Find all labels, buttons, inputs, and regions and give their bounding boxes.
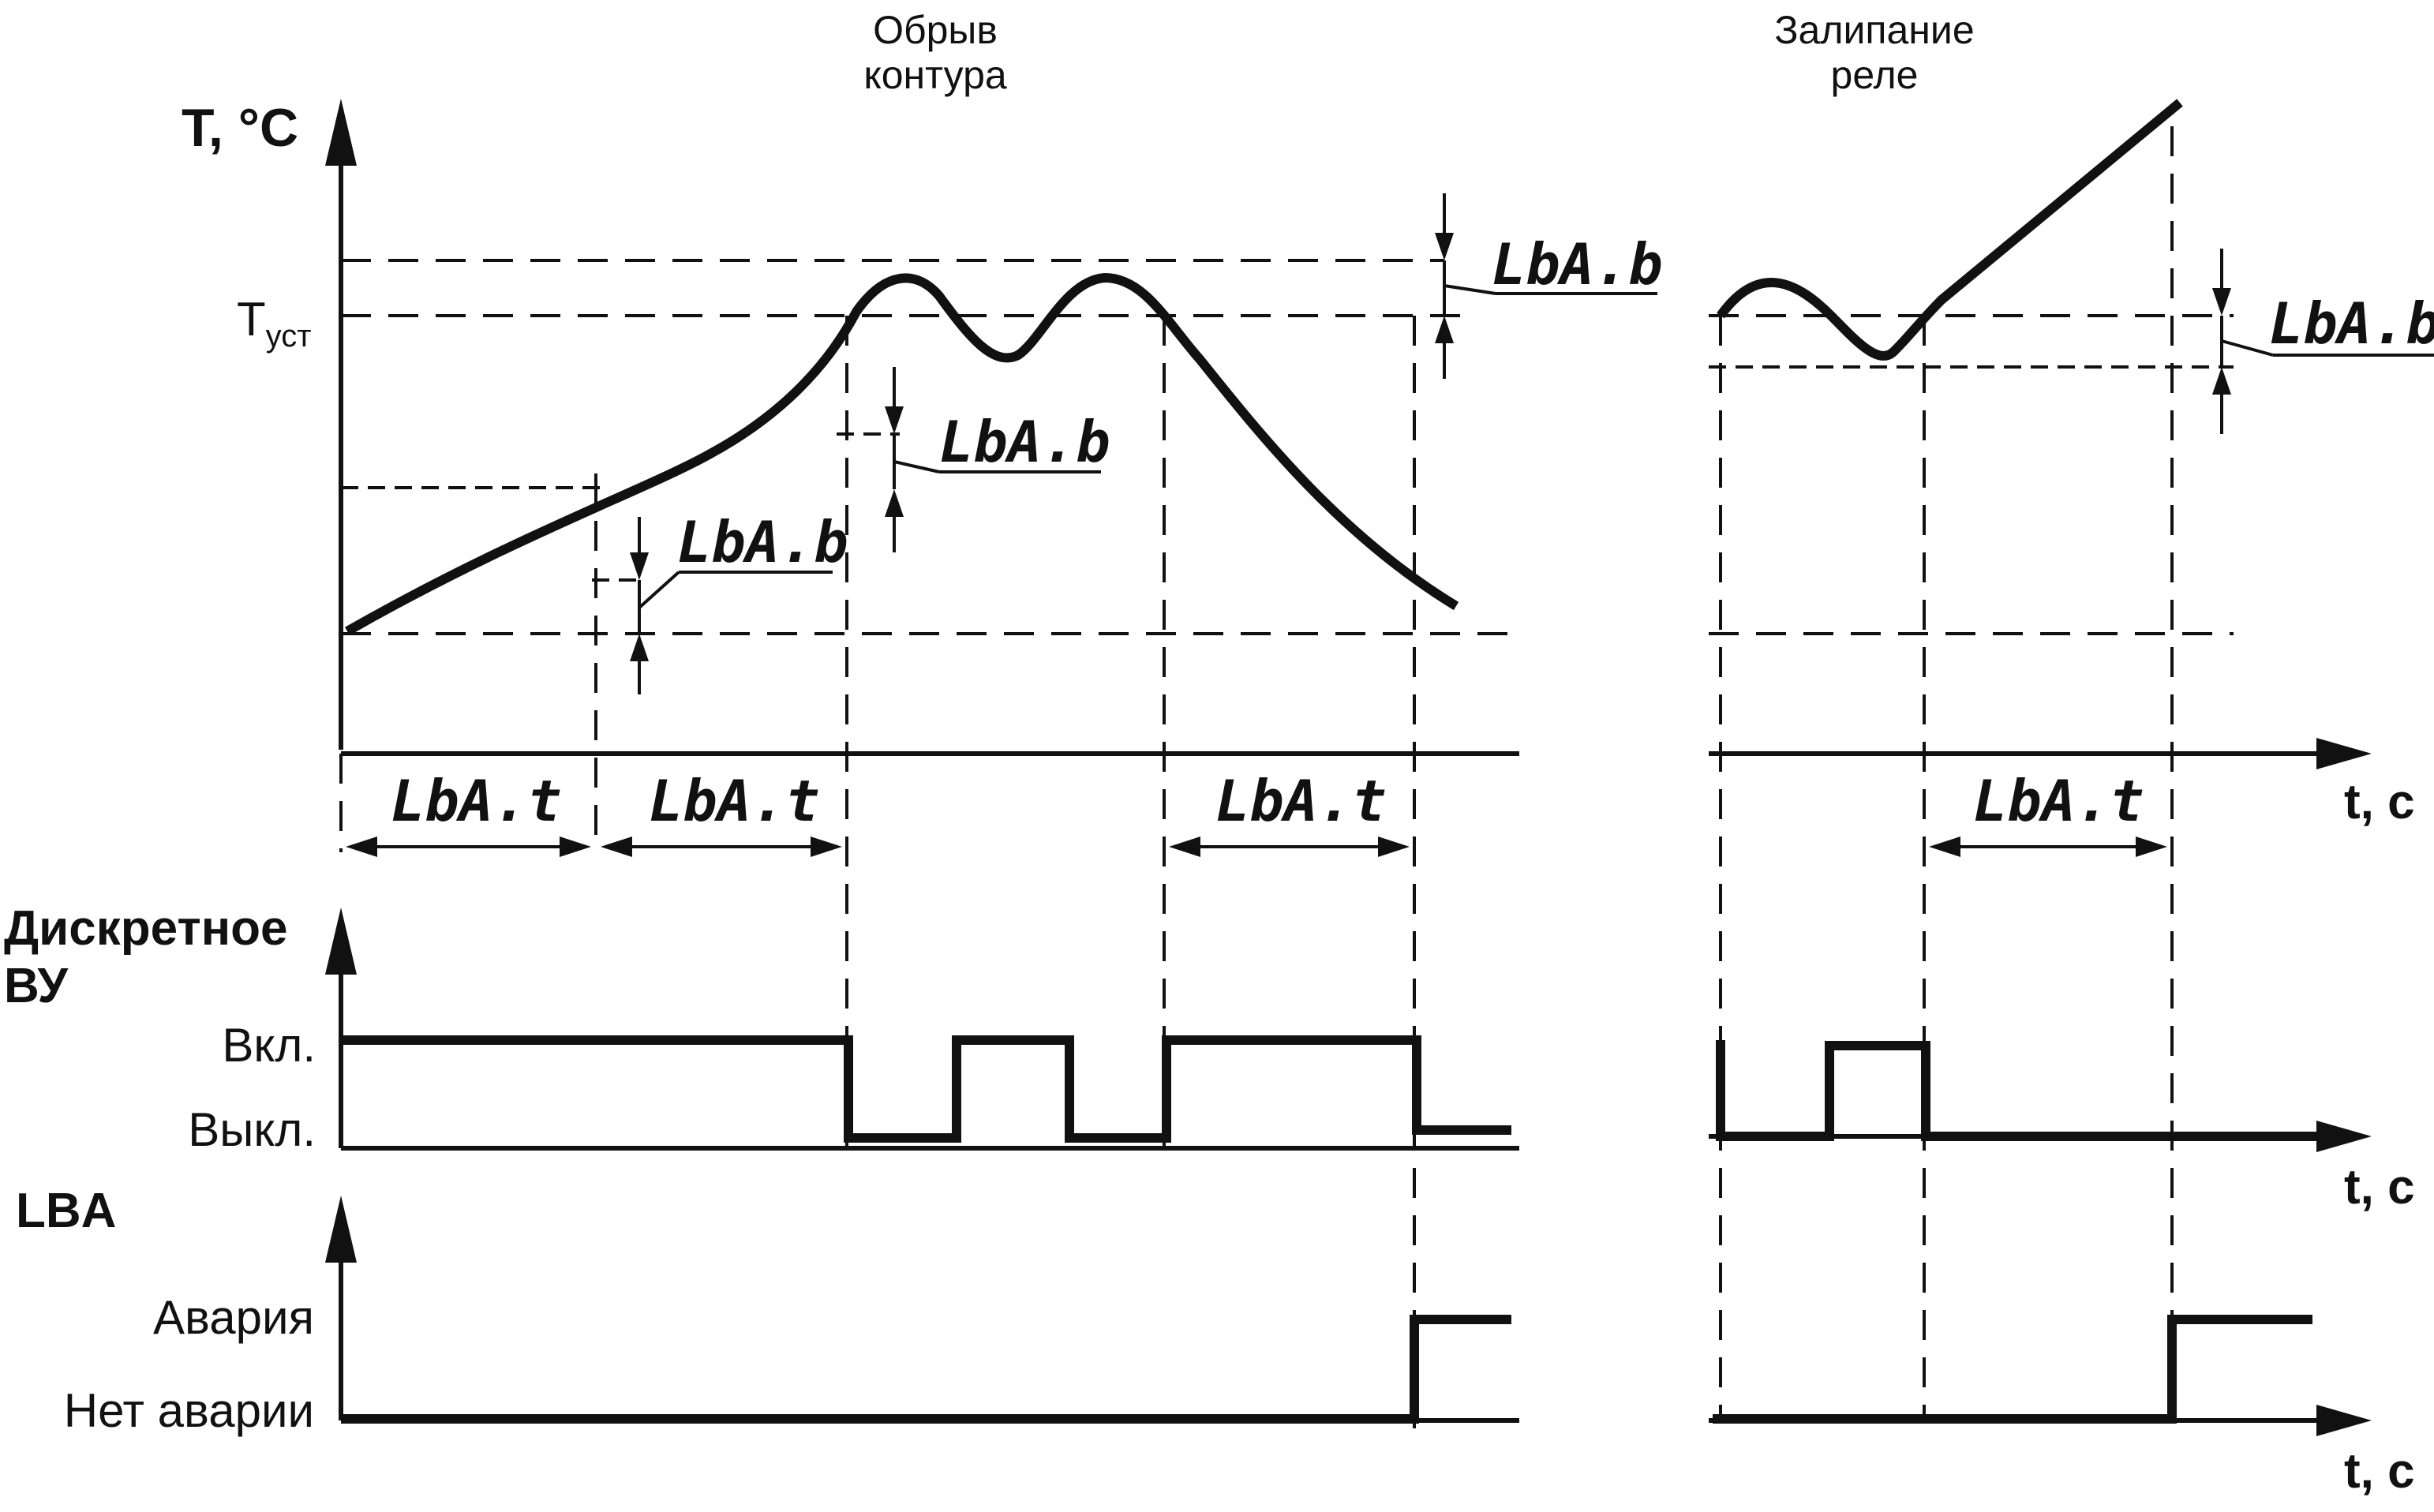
output-title-2: ВУ — [4, 959, 69, 1013]
band-label-2: LbA.b — [939, 409, 1110, 475]
band-marker-lower — [630, 517, 833, 694]
band-marker-middle — [885, 367, 1101, 552]
time-interval-3 — [1169, 836, 1410, 857]
relay-stick-label-2: реле — [1831, 53, 1919, 97]
temperature-axis-label: T, °С — [182, 98, 298, 158]
band-label-4: LbA.b — [2269, 290, 2434, 357]
loop-break-label-2: контура — [863, 53, 1007, 97]
time-axis-top — [341, 738, 2372, 769]
time-interval-4 — [1929, 836, 2167, 857]
temperature-curve-left — [345, 272, 1459, 636]
time-label-3: LbA.t — [1215, 768, 1387, 834]
loop-break-label-1: Обрыв — [873, 8, 998, 52]
lba-signal-left — [341, 1315, 1511, 1424]
time-axis-label-top: t, с — [2344, 775, 2415, 829]
temperature-curve-right — [1717, 99, 2183, 361]
relay-stick-label-1: Залипание — [1774, 8, 1974, 52]
time-label-4: LbA.t — [1973, 768, 2144, 834]
output-signal-left — [341, 1035, 1511, 1143]
time-label-2: LbA.t — [649, 768, 820, 834]
output-y-axis — [325, 908, 357, 1148]
setpoint-label-main: Т — [237, 293, 266, 346]
time-axis-label-output: t, с — [2344, 1160, 2415, 1214]
temperature-y-axis — [325, 99, 357, 750]
time-label-1: LbA.t — [391, 768, 562, 834]
band-label-1: LbA.b — [1492, 231, 1663, 298]
time-interval-1 — [346, 836, 591, 857]
output-on-label: Вкл. — [222, 1019, 316, 1072]
lba-signal-right — [1713, 1315, 2312, 1424]
time-axis-label-lba: t, с — [2344, 1444, 2415, 1499]
band-label-3: LbA.b — [677, 509, 848, 575]
time-interval-2 — [601, 836, 842, 857]
setpoint-label: Туст — [237, 293, 312, 354]
output-signal-right — [1716, 1040, 2320, 1141]
output-title-1: Дискретное — [4, 901, 288, 956]
band-marker-right — [2212, 249, 2434, 434]
lba-no-alarm-label: Нет аварии — [64, 1384, 314, 1437]
lba-alarm-label: Авария — [153, 1291, 314, 1344]
band-marker-top-left — [1435, 193, 1657, 379]
output-off-label: Выкл. — [188, 1103, 316, 1156]
lba-title: LBA — [16, 1184, 116, 1238]
setpoint-label-sub: уст — [266, 319, 312, 354]
lba-y-axis — [325, 1196, 357, 1420]
